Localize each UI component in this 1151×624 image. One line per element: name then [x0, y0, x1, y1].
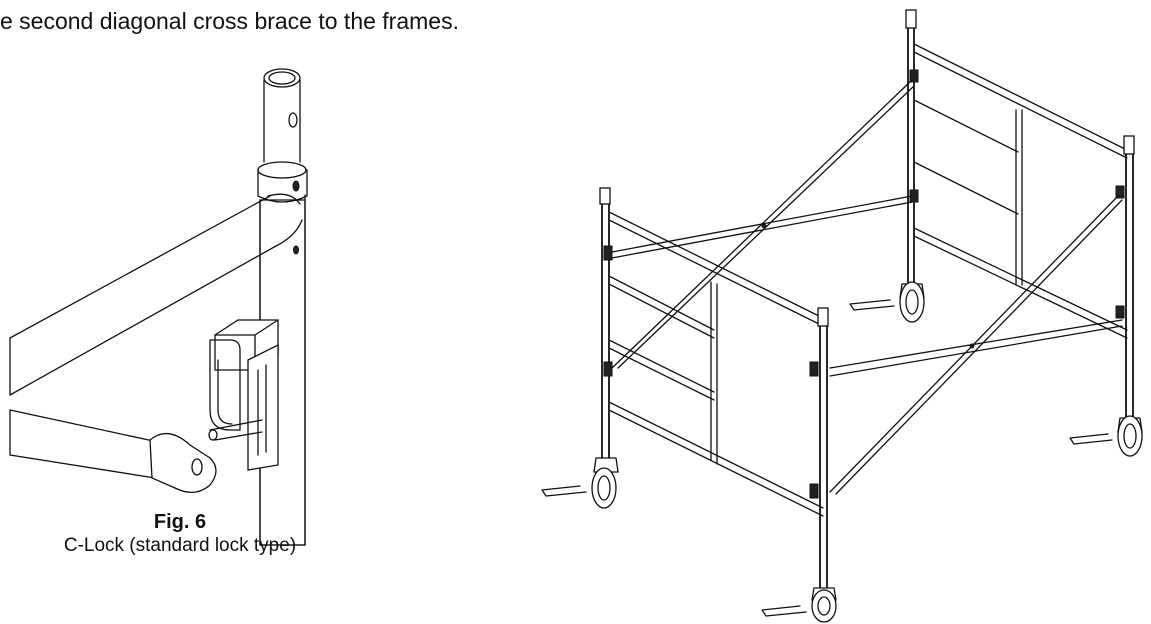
instruction-text: e second diagonal cross brace to the fra…: [0, 8, 459, 34]
figure-label: Fig. 6: [153, 511, 207, 533]
caster-wheel: [761, 587, 837, 623]
figure-description: C-Lock (standard lock type): [63, 535, 297, 556]
figure-caption: Fig. 6 C-Lock (standard lock type): [20, 510, 340, 558]
caster-wheel: [541, 457, 619, 509]
caster-wheel: [1069, 415, 1143, 457]
front-frame: [599, 187, 824, 517]
c-lock-detail-drawing: [9, 68, 308, 546]
back-frame: [905, 9, 1128, 339]
caster-wheel: [849, 281, 925, 323]
